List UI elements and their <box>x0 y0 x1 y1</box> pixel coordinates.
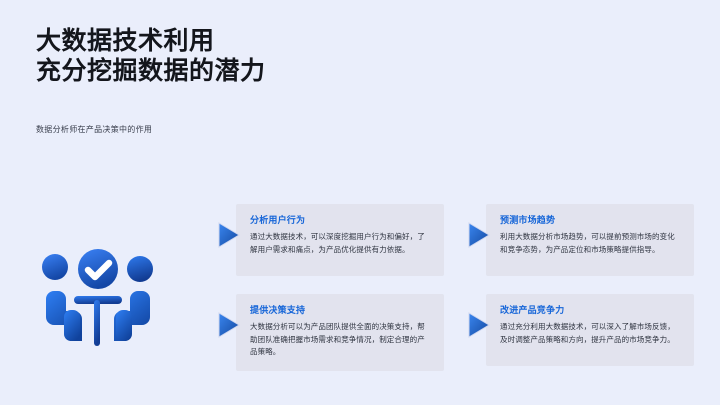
card-body: 通过大数据技术，可以深度挖掘用户行为和偏好，了解用户需求和痛点，为产品优化提供有… <box>250 232 425 254</box>
content-cards: 分析用户行为 通过大数据技术，可以深度挖掘用户行为和偏好，了解用户需求和痛点，为… <box>216 204 694 386</box>
card-body: 利用大数据分析市场趋势，可以提前预测市场的变化和竞争态势，为产品定位和市场策略提… <box>500 232 675 254</box>
card-title: 预测市场趋势 <box>500 215 556 225</box>
card-panel: 分析用户行为 通过大数据技术，可以深度挖掘用户行为和偏好，了解用户需求和痛点，为… <box>236 204 444 276</box>
arrow-right-icon <box>466 310 492 340</box>
card-improve-competitiveness[interactable]: 改进产品竞争力 通过充分利用大数据技术，可以深入了解市场反馈，及时调整产品策略和… <box>466 294 694 371</box>
page-subtitle: 数据分析师在产品决策中的作用 <box>36 125 153 134</box>
arrow-right-icon <box>216 220 242 250</box>
card-panel: 预测市场趋势 利用大数据分析市场趋势，可以提前预测市场的变化和竞争态势，为产品定… <box>486 204 694 276</box>
card-panel: 改进产品竞争力 通过充分利用大数据技术，可以深入了解市场反馈，及时调整产品策略和… <box>486 294 694 366</box>
card-title: 提供决策支持 <box>250 305 306 315</box>
card-row-2: 提供决策支持 大数据分析可以为产品团队提供全面的决策支持，帮助团队准确把握市场需… <box>216 294 694 371</box>
team-with-check-badge-icon <box>34 246 174 366</box>
card-title: 改进产品竞争力 <box>500 305 565 315</box>
card-analyze-user-behavior[interactable]: 分析用户行为 通过大数据技术，可以深度挖掘用户行为和偏好，了解用户需求和痛点，为… <box>216 204 444 276</box>
card-decision-support[interactable]: 提供决策支持 大数据分析可以为产品团队提供全面的决策支持，帮助团队准确把握市场需… <box>216 294 444 371</box>
arrow-right-icon <box>216 310 242 340</box>
card-body: 大数据分析可以为产品团队提供全面的决策支持，帮助团队准确把握市场需求和竞争情况，… <box>250 322 425 356</box>
title-line-1: 大数据技术利用 <box>36 27 215 55</box>
card-predict-market-trends[interactable]: 预测市场趋势 利用大数据分析市场趋势，可以提前预测市场的变化和竞争态势，为产品定… <box>466 204 694 276</box>
card-body: 通过充分利用大数据技术，可以深入了解市场反馈，及时调整产品策略和方向，提升产品的… <box>500 322 675 344</box>
card-title: 分析用户行为 <box>250 215 306 225</box>
title-line-2: 充分挖掘数据的潜力 <box>36 57 266 85</box>
page-title: 大数据技术利用 充分挖掘数据的潜力 <box>36 26 496 86</box>
card-row-1: 分析用户行为 通过大数据技术，可以深度挖掘用户行为和偏好，了解用户需求和痛点，为… <box>216 204 694 276</box>
card-panel: 提供决策支持 大数据分析可以为产品团队提供全面的决策支持，帮助团队准确把握市场需… <box>236 294 444 371</box>
arrow-right-icon <box>466 220 492 250</box>
